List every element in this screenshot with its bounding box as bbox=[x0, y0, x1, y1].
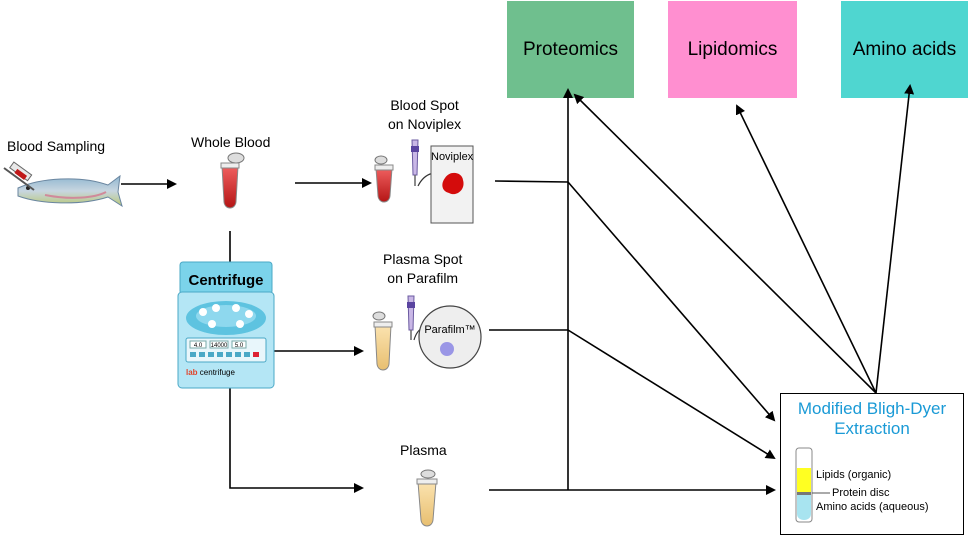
arrow-plasmaspot-to-extraction bbox=[567, 329, 776, 460]
arrow-extraction-to-proteomics bbox=[573, 93, 877, 394]
plasma-spot-tube-icon bbox=[372, 311, 393, 371]
plasma-spot-line2: on Parafilm bbox=[387, 270, 459, 286]
extraction-title-line2: Extraction bbox=[834, 419, 910, 438]
blood-spot-tube-icon bbox=[374, 155, 394, 203]
line-bloodspot-to-hub bbox=[494, 180, 569, 183]
extraction-title-line1: Modified Bligh-Dyer bbox=[797, 399, 947, 418]
amino-acids-label: Amino acids bbox=[852, 38, 957, 60]
centrifuge-label: Centrifuge bbox=[188, 272, 264, 289]
pipette-icon bbox=[411, 139, 419, 186]
proteomics-box: Proteomics bbox=[507, 1, 634, 98]
fish-icon bbox=[17, 174, 123, 208]
whole-blood-tube-icon bbox=[220, 152, 245, 209]
blood-sampling-label: Blood Sampling bbox=[7, 138, 106, 154]
centrifuge-readout-3: 5.0 bbox=[234, 343, 244, 349]
plasma-spot-line1: Plasma Spot bbox=[383, 251, 463, 267]
arrow-extraction-to-aminoacids bbox=[875, 84, 915, 394]
proteomics-label: Proteomics bbox=[522, 38, 619, 60]
parafilm-disc bbox=[418, 305, 482, 369]
lipidomics-label: Lipidomics bbox=[687, 38, 778, 60]
arrow-bloodspot-to-extraction bbox=[567, 181, 776, 422]
extraction-title: Modified Bligh-Dyer Extraction bbox=[781, 399, 963, 439]
layer-lipids-label: Lipids (organic) bbox=[816, 469, 892, 481]
plasma-spot-label: Plasma Spot on Parafilm bbox=[383, 250, 462, 288]
centrifuge-readout-2: 14000 bbox=[210, 343, 228, 349]
parafilm-disc-label: Parafilm™ bbox=[424, 324, 476, 336]
noviplex-card bbox=[430, 145, 474, 224]
plasma-label: Plasma bbox=[400, 442, 447, 458]
centrifuge-brand-suffix: centrifuge bbox=[199, 368, 235, 377]
arrow-extraction-to-lipidomics bbox=[735, 104, 877, 394]
centrifuge-icon bbox=[177, 261, 275, 389]
amino-acids-box: Amino acids bbox=[841, 1, 968, 98]
blood-spot-line2: on Noviplex bbox=[388, 116, 462, 132]
flow-arrows bbox=[121, 84, 915, 495]
pipette-icon-2 bbox=[407, 295, 415, 340]
extraction-test-tube-icon bbox=[795, 447, 830, 523]
layer-amino-label: Amino acids (aqueous) bbox=[816, 501, 929, 513]
centrifuge-brand-name: lab bbox=[186, 368, 198, 377]
syringe-icon bbox=[3, 161, 35, 191]
blood-spot-line1: Blood Spot bbox=[390, 97, 459, 113]
centrifuge-brand: lab centrifuge bbox=[186, 367, 235, 379]
lipidomics-box: Lipidomics bbox=[668, 1, 797, 98]
blood-spot-label: Blood Spot on Noviplex bbox=[388, 96, 461, 134]
centrifuge-readout-1: 4.0 bbox=[193, 343, 203, 349]
arrow-centrifuge-to-plasma bbox=[229, 388, 364, 493]
layer-protein-label: Protein disc bbox=[832, 487, 890, 499]
whole-blood-label: Whole Blood bbox=[191, 134, 271, 150]
plasma-tube-icon bbox=[416, 469, 438, 527]
noviplex-card-label: Noviplex bbox=[431, 151, 474, 163]
